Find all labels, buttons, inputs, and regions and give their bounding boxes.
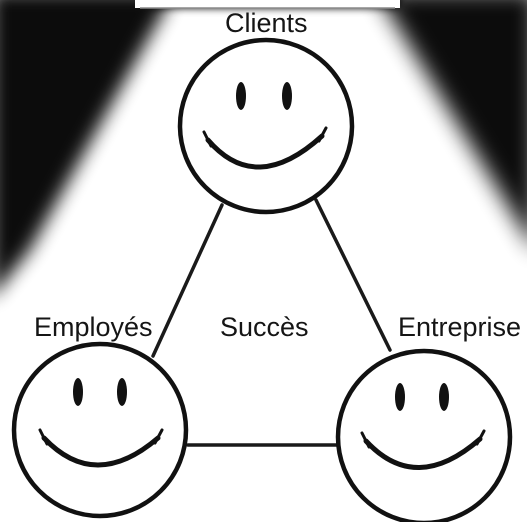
edge-clients-entreprise: [314, 198, 392, 352]
center-label-success: Succès: [220, 312, 309, 342]
smiley-face-icon: [11, 341, 189, 519]
background-shadow: [0, 0, 527, 288]
left-shadow-wedge: [0, 0, 168, 288]
smiley-face-icon: [335, 348, 513, 522]
right-shadow-wedge: [381, 0, 527, 237]
smiley-face-icon: [177, 37, 355, 215]
top-light-strip: [135, 0, 400, 8]
node-label-clients: Clients: [225, 8, 308, 38]
triangle-edges: [151, 198, 392, 447]
node-label-entreprise: Entreprise: [398, 312, 522, 342]
edge-clients-employes: [151, 203, 224, 358]
node-label-employes: Employés: [34, 312, 153, 342]
